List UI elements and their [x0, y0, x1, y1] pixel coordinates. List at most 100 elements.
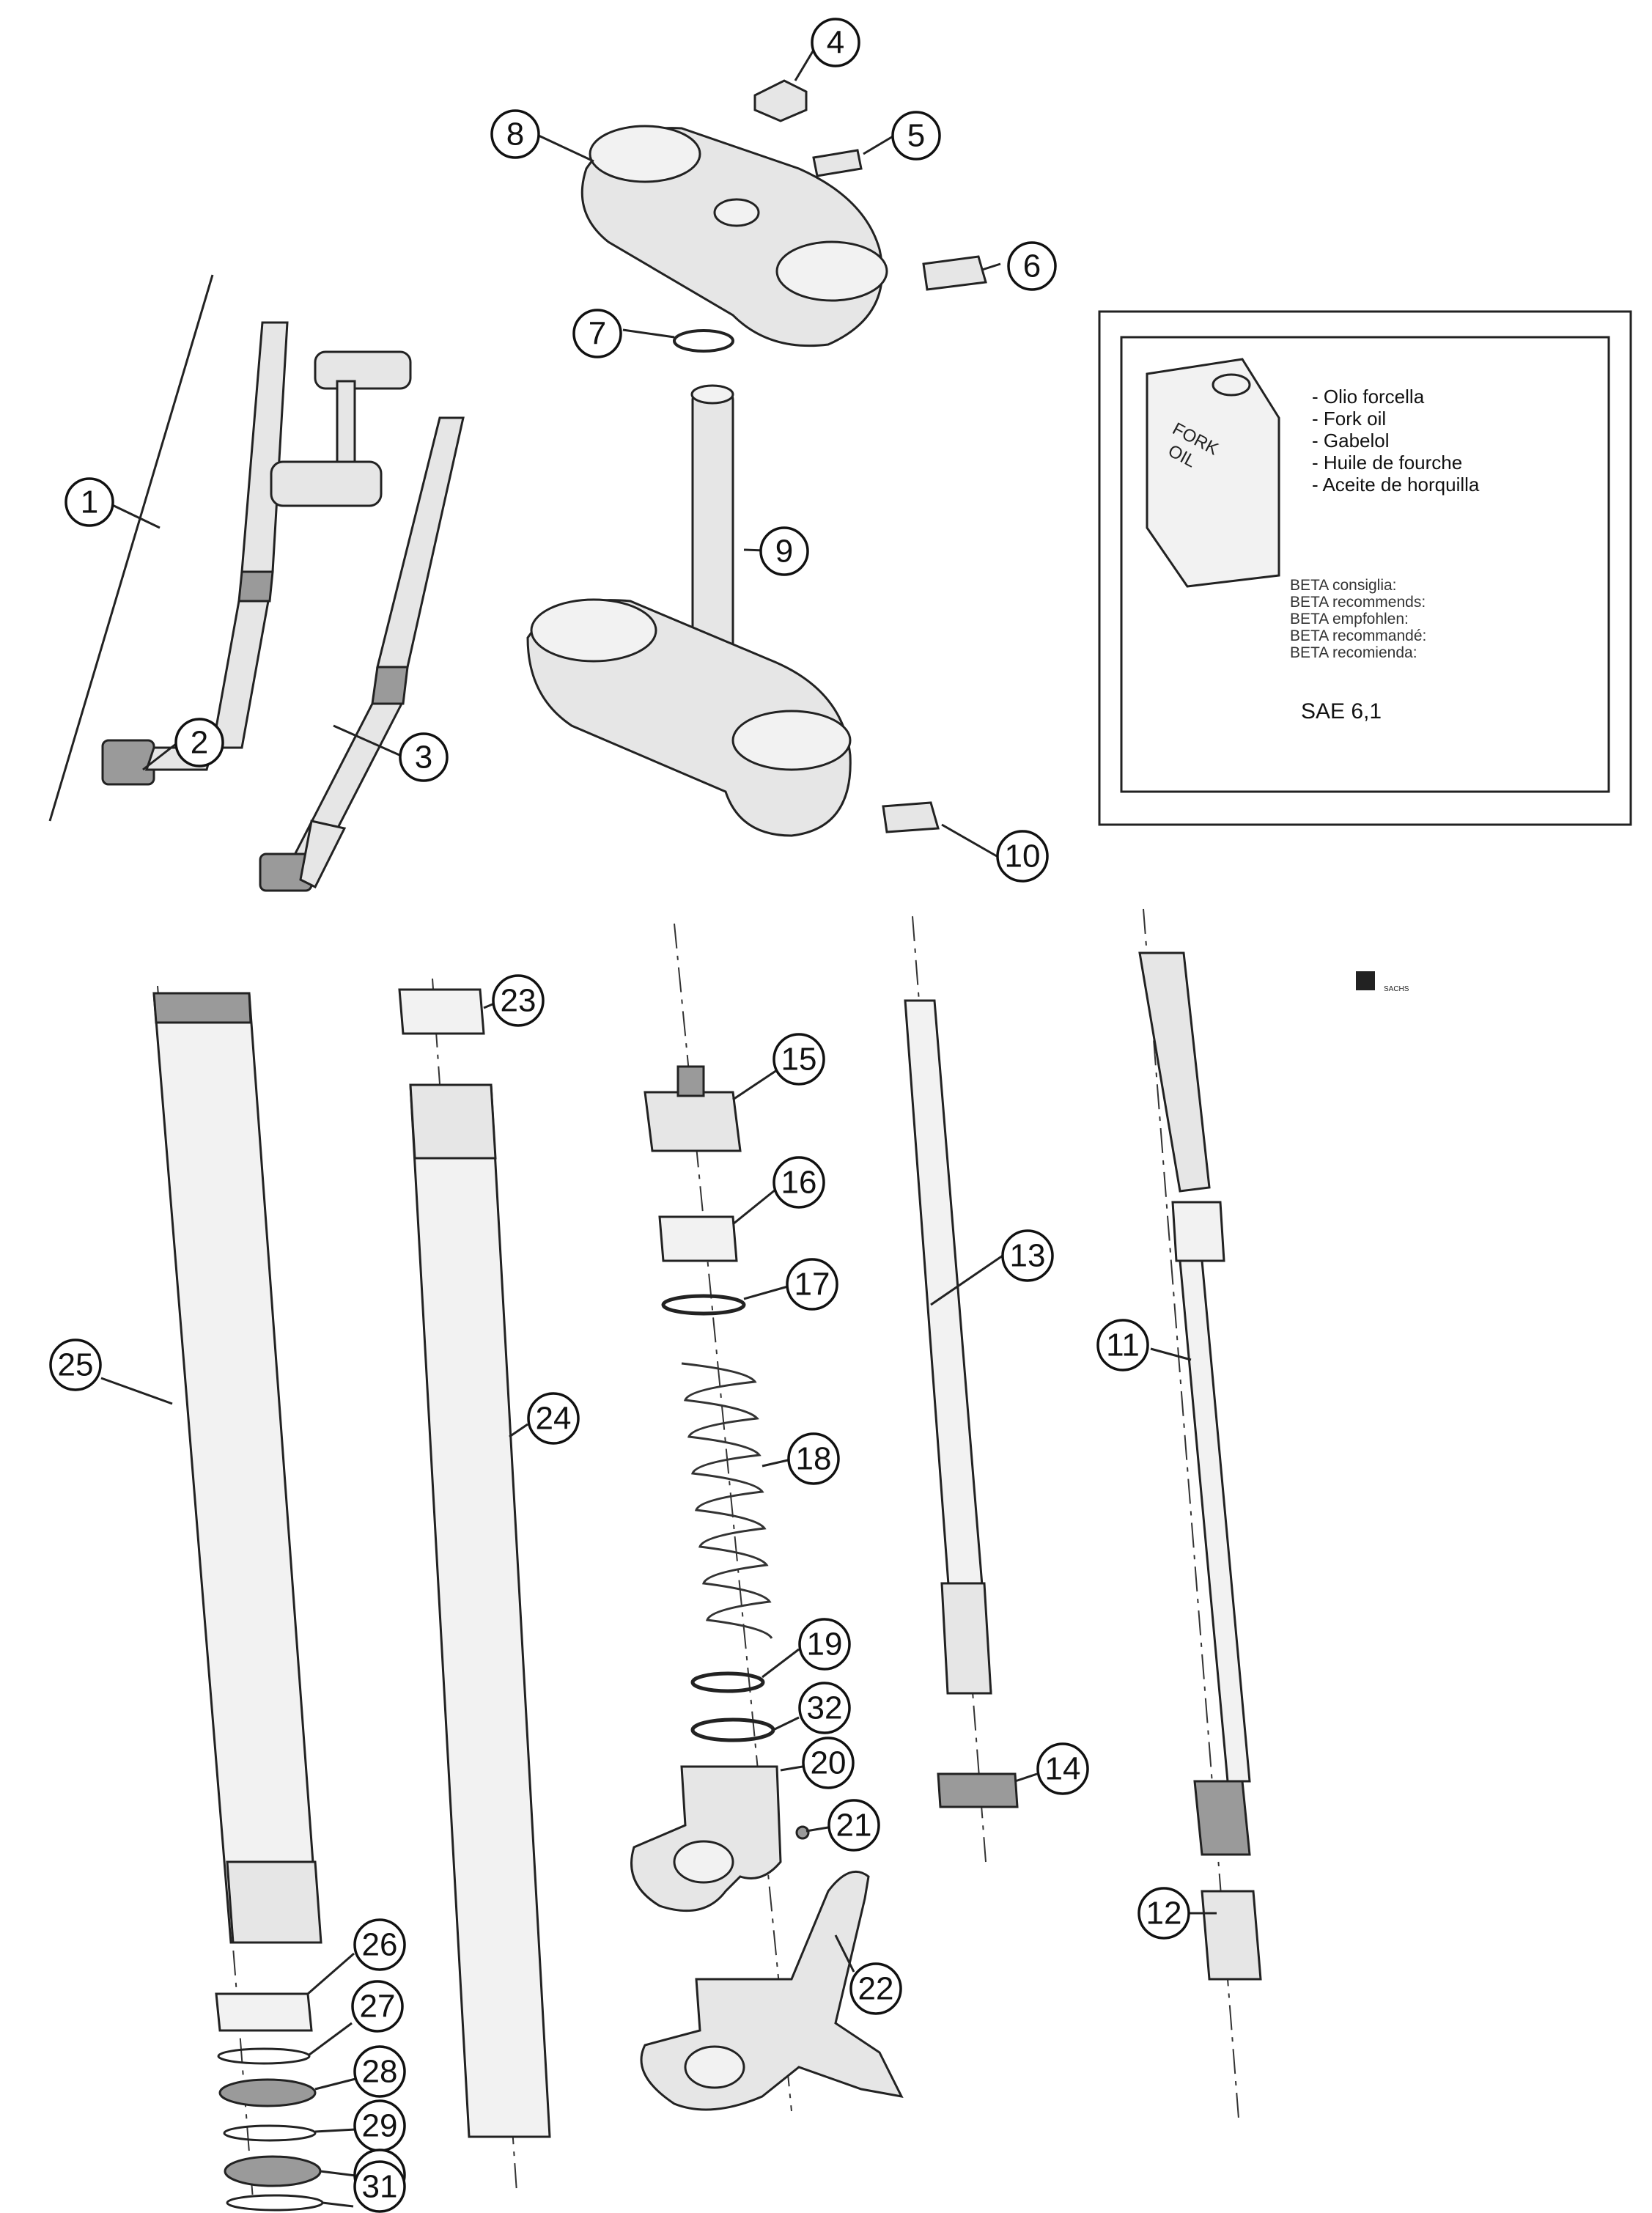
callout-10-label: 10: [1005, 839, 1041, 874]
o-ring: [673, 329, 734, 353]
leader-10: [941, 823, 998, 858]
outer-tube-bottom-rings: [226, 1860, 322, 1944]
piston-ring-14: [937, 1772, 1019, 1808]
callout-4-label: 4: [827, 25, 844, 61]
callout-12: 12: [1137, 1887, 1190, 1940]
leader-29: [314, 2128, 356, 2133]
callout-16-label: 16: [781, 1165, 817, 1201]
callout-1: 1: [64, 477, 114, 527]
fork-leg-right-guard: [299, 820, 347, 889]
cartridge-collar: [1171, 1201, 1225, 1262]
fork-assembly-group: [48, 274, 465, 892]
leader-31: [322, 2201, 354, 2208]
lower-clamp-hole-left: [530, 598, 657, 663]
callout-7-label: 7: [589, 316, 606, 352]
oil-name-es: - Aceite de horquilla: [1312, 474, 1480, 496]
mini-top-clamp: [314, 350, 412, 390]
leader-19: [762, 1648, 800, 1679]
callout-17: 17: [786, 1258, 838, 1311]
callout-16: 16: [772, 1156, 825, 1209]
oil-name-it: - Olio forcella: [1312, 386, 1425, 408]
cap-nut-15: [676, 1065, 705, 1097]
leader-11: [1150, 1347, 1192, 1361]
callout-23-label: 23: [501, 983, 536, 1019]
callout-15-label: 15: [781, 1042, 817, 1078]
callout-29-label: 29: [362, 2108, 398, 2144]
upper-clamp-hole-right: [775, 240, 888, 302]
oil-grade: SAE 6,1: [1301, 699, 1382, 723]
callout-21: 21: [827, 1799, 880, 1852]
callout-19-label: 19: [807, 1627, 843, 1662]
washer-19: [690, 1671, 765, 1693]
axle-clamp-20: [630, 1765, 782, 1912]
leader-24: [509, 1423, 528, 1438]
callout-21-label: 21: [836, 1808, 872, 1844]
callout-4: 4: [811, 18, 860, 67]
leader-8: [538, 134, 594, 163]
brand-logo: SACHS: [1356, 971, 1409, 993]
lower-clamp-group: [526, 384, 940, 837]
leader-14: [1014, 1772, 1038, 1783]
oil-seal-28: [218, 2078, 317, 2107]
leader-1: [106, 501, 161, 529]
oil-box-inner-frame: [1120, 336, 1610, 793]
leader-18: [762, 1459, 789, 1468]
upper-clamp-group: [580, 79, 987, 353]
mini-stem: [336, 380, 356, 478]
leader-2: [142, 743, 177, 771]
base-valve-12: [1201, 1890, 1262, 1981]
callout-18-label: 18: [796, 1441, 832, 1477]
callout-22: 22: [849, 1962, 902, 2015]
leader-3: [333, 724, 400, 756]
spacer-16: [658, 1215, 738, 1262]
callout-18: 18: [787, 1432, 840, 1485]
stem-nut: [753, 79, 808, 122]
callout-2: 2: [174, 718, 224, 767]
circlip-29: [223, 2124, 317, 2142]
callout-13: 13: [1001, 1229, 1054, 1282]
oil-box-outer-frame: [1098, 310, 1632, 826]
recommend-fr: BETA recommandé:: [1290, 627, 1426, 644]
oil-can-cap: [1212, 373, 1251, 397]
upper-clamp-center-hole: [713, 198, 760, 227]
leader-25: [100, 1377, 173, 1405]
callout-9: 9: [759, 526, 809, 576]
callout-27: 27: [351, 1980, 404, 2033]
fork-leg-left-upper: [240, 321, 289, 573]
fork-leg-right-upper: [376, 416, 465, 669]
callout-20: 20: [802, 1737, 855, 1789]
recommend-en: BETA recommends:: [1290, 594, 1426, 611]
leader-6: [981, 262, 1001, 271]
leader-lines: [100, 43, 1217, 2208]
leader-21: [805, 1826, 829, 1833]
axis-cartridge: [1143, 908, 1239, 2119]
washer-32: [690, 1717, 775, 1742]
callout-29: 29: [353, 2099, 406, 2152]
leader-26: [307, 1952, 355, 1995]
callout-8: 8: [490, 109, 540, 159]
leader-20: [780, 1765, 803, 1772]
leader-16: [732, 1188, 776, 1226]
callout-19: 19: [798, 1618, 851, 1671]
leader-5: [863, 134, 895, 155]
leader-32: [772, 1716, 800, 1731]
callout-3: 3: [399, 732, 449, 782]
callout-11: 11: [1096, 1319, 1149, 1371]
dust-seal-30: [224, 2155, 322, 2187]
callout-27-label: 27: [360, 1989, 396, 2025]
callout-14: 14: [1036, 1742, 1089, 1795]
ring-31: [226, 2194, 324, 2212]
leader-22: [834, 1934, 855, 1973]
callout-31-label: 31: [362, 2169, 398, 2205]
callout-10: 10: [996, 830, 1049, 883]
callout-25-label: 25: [58, 1347, 94, 1383]
callout-22-label: 22: [858, 1971, 894, 2007]
callout-9-label: 9: [775, 534, 793, 570]
callout-1-label: 1: [81, 485, 98, 520]
bracket-line: [48, 274, 214, 822]
cap-assembly-15: [644, 1091, 742, 1152]
callout-11-label: 11: [1106, 1328, 1140, 1363]
leader-13: [930, 1254, 1003, 1306]
leader-7: [622, 328, 675, 339]
callout-28-label: 28: [362, 2054, 398, 2090]
